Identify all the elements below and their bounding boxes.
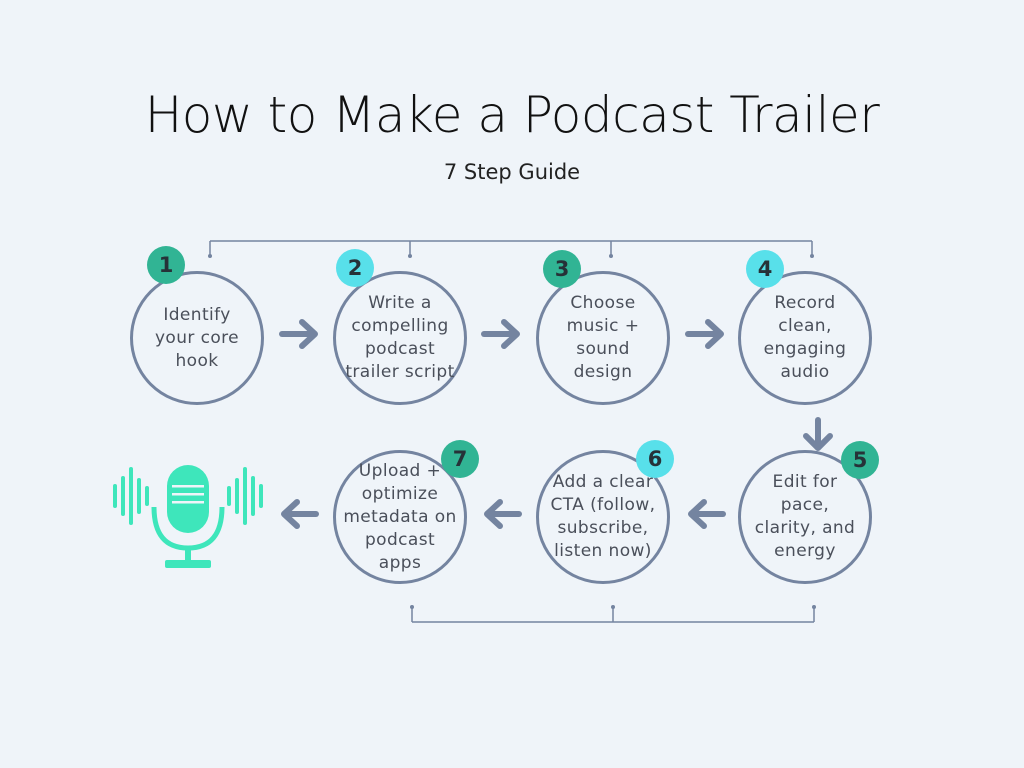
arrow-right-1 [279, 319, 318, 349]
arrow-left-3 [281, 499, 319, 529]
bottom-bracket [411, 608, 815, 623]
arrow-left-1 [688, 499, 726, 529]
page-title: How to Make a Podcast Trailer [144, 86, 880, 144]
arrow-right-2 [481, 319, 520, 349]
step-4-badge: 4 [746, 250, 784, 288]
top-bracket [209, 240, 813, 255]
step-5-badge: 5 [841, 441, 879, 479]
step-6-badge: 6 [636, 440, 674, 478]
step-2-badge: 2 [336, 249, 374, 287]
page-subtitle: 7 Step Guide [443, 160, 581, 184]
step-7-badge: 7 [441, 440, 479, 478]
step-1-badge: 1 [147, 246, 185, 284]
arrow-left-2 [484, 499, 522, 529]
arrow-right-3 [685, 319, 724, 349]
arrow-down [803, 417, 833, 451]
step-3-badge: 3 [543, 250, 581, 288]
microphone-soundwave-icon [113, 465, 263, 568]
